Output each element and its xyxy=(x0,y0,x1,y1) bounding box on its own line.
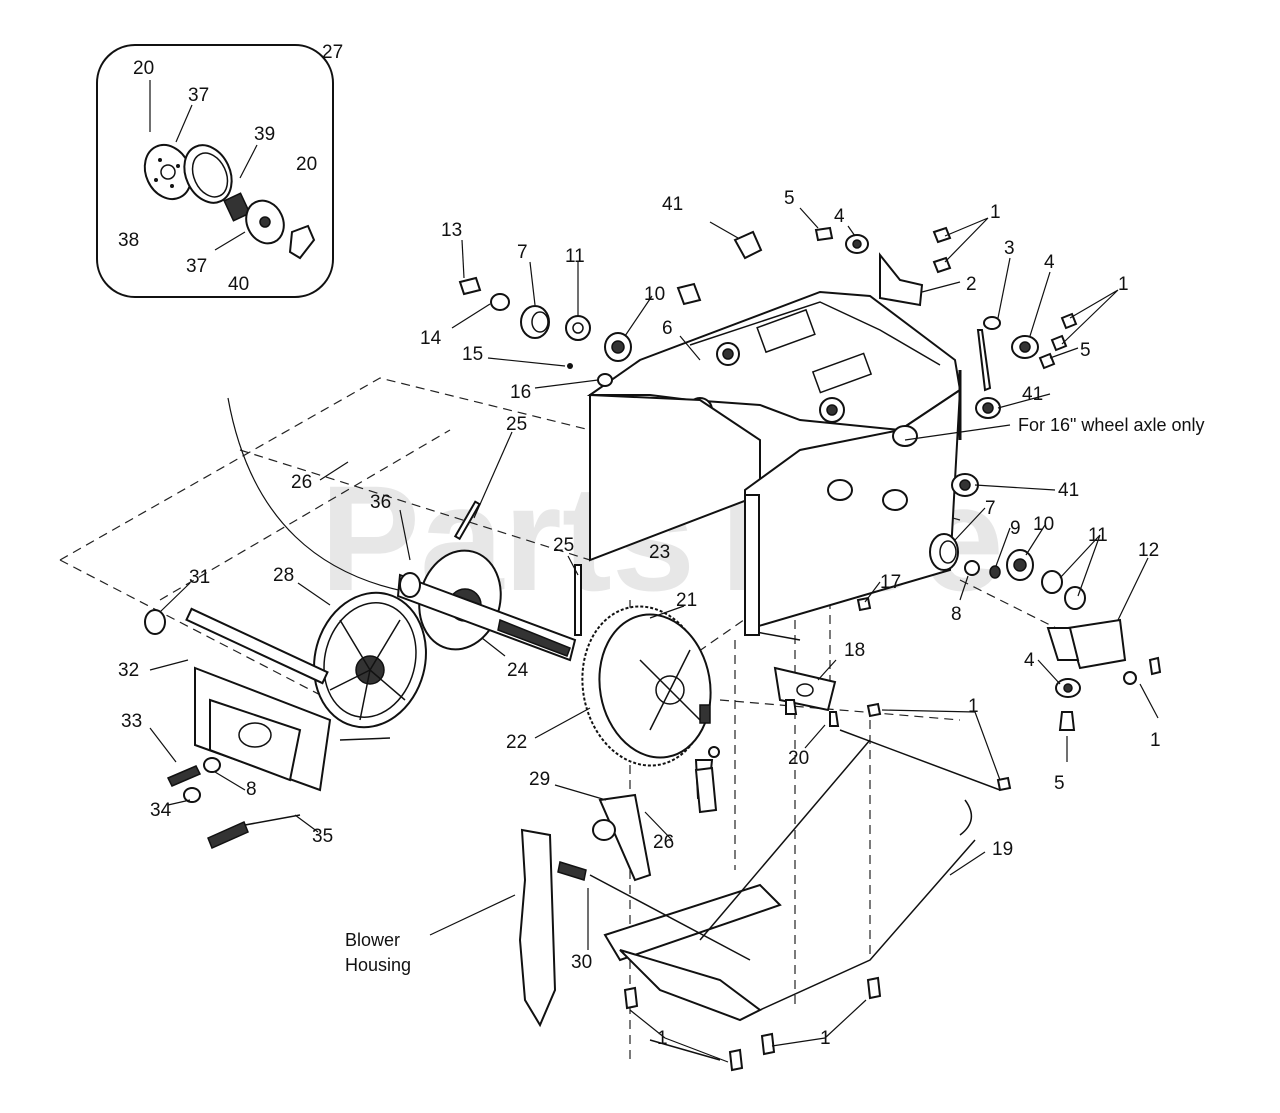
callout-5: 5 xyxy=(1054,773,1065,794)
callout-labels: 41 5 4 1 2 3 4 1 5 41 For 16" wheel axle… xyxy=(118,188,1205,1049)
callout-28: 28 xyxy=(273,565,294,586)
callout-29: 29 xyxy=(529,769,550,790)
callout-16: 16 xyxy=(510,382,531,403)
callout-15: 15 xyxy=(462,344,483,365)
wheel-axle-note: For 16" wheel axle only xyxy=(1018,415,1205,435)
callout-1: 1 xyxy=(820,1028,831,1049)
callout-24: 24 xyxy=(507,660,529,681)
callout-12: 12 xyxy=(1138,540,1159,561)
top-right-hardware xyxy=(733,226,1078,497)
callout-19: 19 xyxy=(992,839,1013,860)
callout-11: 11 xyxy=(565,246,585,267)
inset-hub-plate-2 xyxy=(245,199,285,245)
callout-4: 4 xyxy=(834,206,845,227)
callout-41: 41 xyxy=(1058,480,1079,501)
callout-5: 5 xyxy=(1080,340,1091,361)
lower-shield xyxy=(603,739,976,1072)
callout-41: 41 xyxy=(662,194,683,215)
callout-14: 14 xyxy=(420,328,442,349)
callout-7: 7 xyxy=(985,498,996,519)
callout-40: 40 xyxy=(228,274,249,295)
callout-30: 30 xyxy=(571,952,592,973)
inset-callout-27: 27 xyxy=(322,42,343,63)
callout-6: 6 xyxy=(662,318,673,339)
auger-pulley-assembly xyxy=(144,397,582,850)
callout-1: 1 xyxy=(1118,274,1129,295)
callout-17: 17 xyxy=(880,572,901,593)
callout-23: 23 xyxy=(649,542,670,563)
blower-housing-label-line1: Blower xyxy=(345,930,400,950)
callout-33: 33 xyxy=(121,711,142,732)
callout-22: 22 xyxy=(506,732,527,753)
lower-linkage xyxy=(694,666,1012,802)
right-side-hardware xyxy=(856,533,1162,731)
callout-1: 1 xyxy=(657,1028,668,1049)
callout-37: 37 xyxy=(188,85,209,106)
frame-assembly xyxy=(586,290,962,641)
callout-31: 31 xyxy=(189,567,210,588)
blower-housing-bracket xyxy=(518,766,751,1028)
callout-8: 8 xyxy=(246,779,257,800)
drive-gear xyxy=(581,605,712,767)
callout-25: 25 xyxy=(553,535,574,556)
callout-35: 35 xyxy=(312,826,333,847)
callout-3: 3 xyxy=(1004,238,1015,259)
callout-1: 1 xyxy=(968,696,979,717)
callout-36: 36 xyxy=(370,492,391,513)
callout-13: 13 xyxy=(441,220,462,241)
leader-lines xyxy=(149,207,1159,1063)
callout-18: 18 xyxy=(844,640,865,661)
callout-2: 2 xyxy=(966,274,977,295)
callout-41: 41 xyxy=(1022,384,1043,405)
callout-1: 1 xyxy=(1150,730,1161,751)
callout-20: 20 xyxy=(296,154,317,175)
callout-34: 34 xyxy=(150,800,172,821)
callout-8: 8 xyxy=(951,604,962,625)
callout-1: 1 xyxy=(990,202,1001,223)
inset-hub-plate xyxy=(143,143,193,201)
callout-20: 20 xyxy=(133,58,154,79)
callout-37: 37 xyxy=(186,256,207,277)
callout-26: 26 xyxy=(291,472,312,493)
inset-ring xyxy=(183,144,233,204)
inset-bracket xyxy=(288,224,316,260)
callout-25: 25 xyxy=(506,414,527,435)
inset-panel: 27 20 37 39 20 38 37 40 xyxy=(96,42,343,298)
left-top-hardware xyxy=(458,276,702,387)
callout-9: 9 xyxy=(1010,518,1021,539)
callout-10: 10 xyxy=(644,284,665,305)
callout-32: 32 xyxy=(118,660,139,681)
callout-38: 38 xyxy=(118,230,139,251)
callout-39: 39 xyxy=(254,124,275,145)
callout-10: 10 xyxy=(1033,514,1054,535)
inset-bearing xyxy=(223,192,251,222)
callout-11: 11 xyxy=(1088,525,1108,546)
callout-26: 26 xyxy=(653,832,674,853)
callout-5: 5 xyxy=(784,188,795,209)
callout-21: 21 xyxy=(676,590,697,611)
callout-20: 20 xyxy=(788,748,809,769)
callout-7: 7 xyxy=(517,242,528,263)
callout-4: 4 xyxy=(1024,650,1035,671)
callout-4: 4 xyxy=(1044,252,1055,273)
blower-housing-label-line2: Housing xyxy=(345,955,411,975)
